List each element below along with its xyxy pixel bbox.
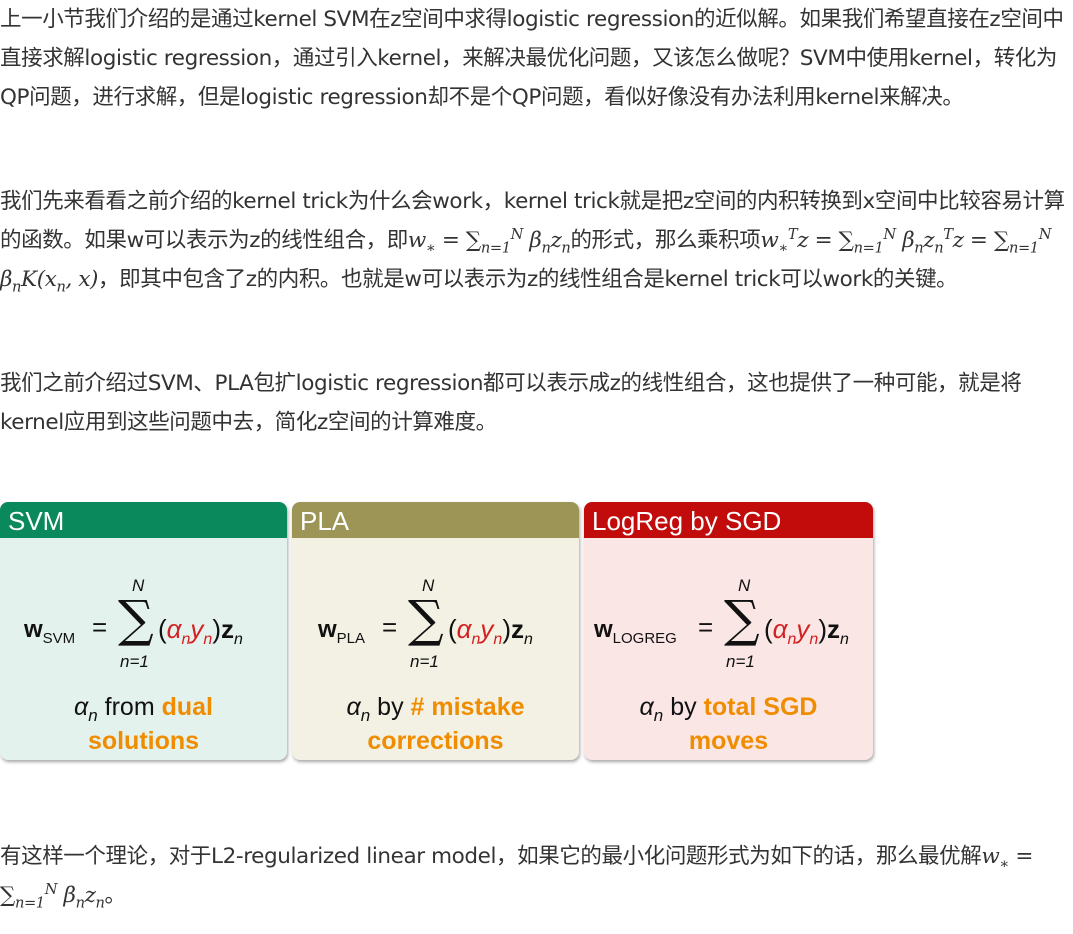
sum-term: (αnyn)zn (764, 614, 849, 649)
panel-title: LogReg by SGD (584, 502, 873, 538)
sum-upper-limit: N (738, 576, 751, 595)
sigma-icon: ∑ (408, 590, 444, 648)
paragraph-linear-combination: 我们之前介绍过SVM、PLA包扩logistic regression都可以表示… (0, 371, 1022, 435)
equals-sign: = (698, 612, 714, 642)
equals-sign: = (382, 612, 398, 642)
formula-inner-product-kernel: w∗Tz = ∑n=1N βnznTz = ∑n=1N βnK(xn, x) (0, 225, 1052, 296)
sigma-icon: ∑ (118, 590, 154, 648)
paragraph-kernel-trick-text-a: 我们先来看看之前介绍的kernel trick为什么会work，kernel t… (0, 189, 1065, 253)
weight-symbol: wSVM (24, 616, 76, 647)
equals-sign: = (92, 612, 108, 642)
formula-w-star-sum: w∗ = ∑n=1N βnzn (407, 225, 571, 257)
weight-formula: wSVM = N∑ n=1 (αnyn)zn (0, 576, 287, 680)
weight-symbol: wPLA (318, 616, 366, 647)
sum-term: (αnyn)zn (448, 614, 533, 649)
paragraph-representer-text-a: 有这样一个理论，对于L2-regularized linear model，如果… (0, 844, 982, 869)
sigma-icon: ∑ (724, 590, 760, 648)
weight-formula: wLOGREG = N∑ n=1 (αnyn)zn (584, 576, 873, 680)
sum-upper-limit: N (132, 576, 145, 595)
paragraph-representer-theorem: 有这样一个理论，对于L2-regularized linear model，如果… (0, 837, 1068, 915)
sum-upper-limit: N (422, 576, 435, 595)
sum-lower-limit: n=1 (726, 652, 755, 671)
weight-formula: wPLA = N∑ n=1 (αnyn)zn (292, 576, 579, 680)
paragraph-representer-text-b: 。 (104, 883, 127, 908)
panel-title: PLA (292, 502, 579, 538)
weight-symbol: wLOGREG (594, 616, 677, 647)
sum-lower-limit: n=1 (120, 652, 149, 671)
sum-term: (αnyn)zn (158, 614, 243, 649)
paragraph-intro: 上一小节我们介绍的是通过kernel SVM在z空间中求得logistic re… (0, 7, 1064, 110)
sum-lower-limit: n=1 (410, 652, 439, 671)
paragraph-kernel-trick-text-b: 的形式，那么乘积项 (570, 228, 761, 253)
paragraph-kernel-trick-text-c: ，即其中包含了z的内积。也就是w可以表示为z的线性组合是kernel trick… (98, 267, 958, 292)
paragraph-kernel-trick: 我们先来看看之前介绍的kernel trick为什么会work，kernel t… (0, 182, 1068, 299)
panel-logreg-by-sgd: LogReg by SGD wLOGREG = N∑ n=1 (αnyn)zn αn by … (584, 502, 873, 760)
panel-title: SVM (0, 502, 287, 538)
formula-optimal-w: w∗ = ∑n=1N βnzn (0, 844, 1033, 912)
